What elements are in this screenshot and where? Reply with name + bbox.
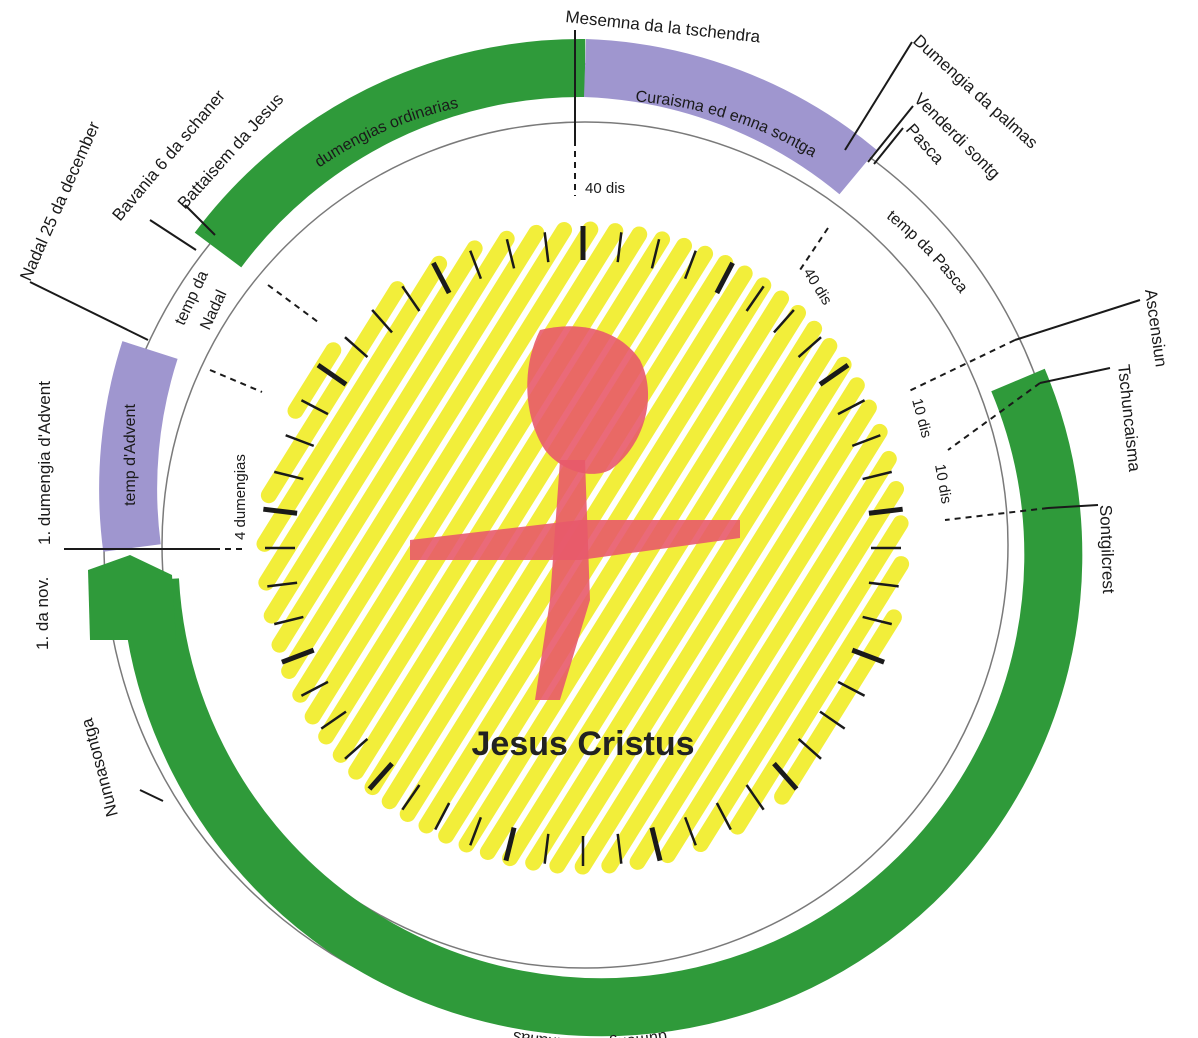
label-nov: 1. da nov.	[33, 577, 52, 650]
label-bavania: Bavania 6 da schaner	[109, 86, 229, 224]
label-sontgilcrest: Sontgilcrest	[1096, 504, 1118, 594]
label-ascensiun: Ascensiun	[1141, 288, 1171, 368]
duration-pentecost: 10 dis	[931, 463, 955, 505]
dash-advent-upper	[210, 370, 262, 392]
duration-lent: 40 dis	[585, 180, 625, 197]
divider-nadal	[30, 282, 148, 340]
center-title: Jesus Cristus	[472, 725, 695, 763]
divider-ascensiun	[1015, 300, 1140, 340]
dash-ascension	[907, 340, 1015, 392]
divider-bavania	[150, 220, 196, 250]
label-tschuncaisma: Tschuncaisma	[1114, 363, 1144, 473]
dash-easter	[800, 228, 828, 270]
dash-nadal	[268, 285, 318, 322]
duration-ascension: 10 dis	[908, 397, 935, 440]
segment-easter-label: temp da Pasca	[883, 207, 970, 296]
label-nunnasontga: Nunnasontga	[77, 716, 122, 819]
label-advent-start: 1. dumengia d'Advent	[35, 381, 54, 545]
label-nadal: Nadal 25 da december	[16, 118, 103, 283]
divider-nunnasontga	[140, 790, 163, 801]
divider-palmas	[845, 42, 912, 150]
divider-tschuncaisma	[1040, 368, 1110, 383]
duration-easter: 40 dis	[800, 265, 836, 308]
duration-advent: 4 dumengias	[232, 454, 249, 540]
divider-pasca	[874, 128, 903, 164]
segment-advent-label: temp d'Advent	[122, 404, 139, 506]
